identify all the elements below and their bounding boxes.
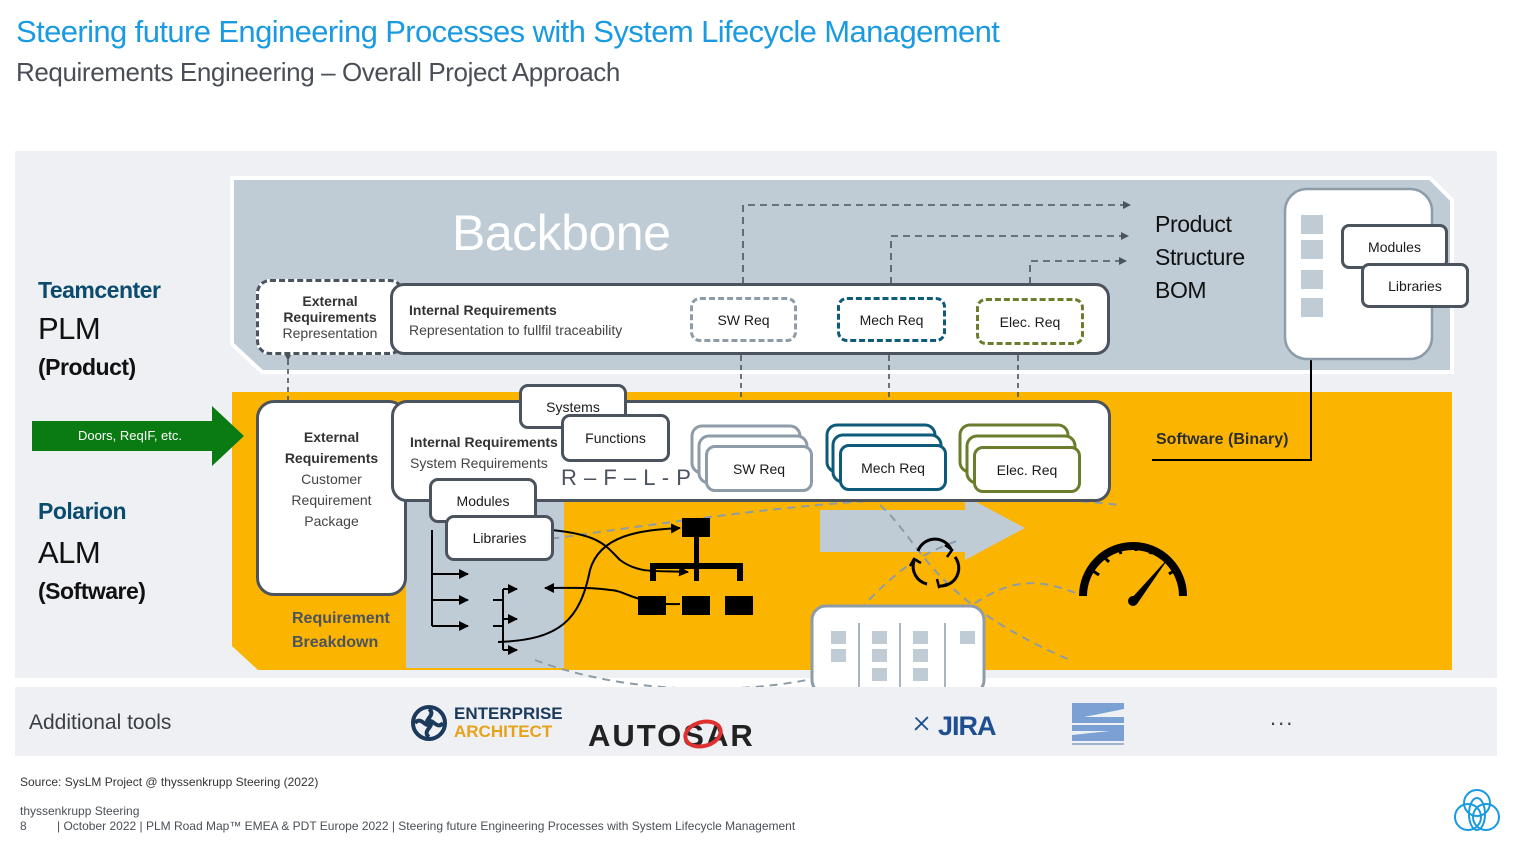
alm-elec-req[interactable]: Elec. Req bbox=[973, 446, 1081, 493]
alm-sw-req[interactable]: SW Req bbox=[705, 445, 813, 492]
speedometer-icon bbox=[1079, 542, 1187, 606]
functions-box[interactable]: Functions bbox=[561, 414, 670, 462]
plm-label: PLM bbox=[38, 311, 101, 346]
alm-ext-line4: Requirement bbox=[291, 492, 372, 508]
teamcenter-label: Teamcenter bbox=[38, 277, 161, 303]
ext-line3: Representation bbox=[282, 325, 378, 341]
alm-internal-subtitle: System Requirements bbox=[410, 455, 548, 471]
footer-company: thyssenkrupp Steering bbox=[20, 804, 140, 818]
additional-tools-label: Additional tools bbox=[29, 711, 172, 734]
software-label: (Software) bbox=[38, 578, 146, 604]
backbone-mech-req[interactable]: Mech Req bbox=[837, 297, 946, 342]
sw-to-product-line bbox=[742, 201, 1131, 296]
ps-line3: BOM bbox=[1155, 277, 1207, 303]
bom-libraries[interactable]: Libraries bbox=[1361, 263, 1469, 308]
backbone-elec-req[interactable]: Elec. Req bbox=[976, 298, 1084, 345]
jira-logo: 🞨 bbox=[914, 708, 929, 740]
bb-internal-title: Internal Requirements bbox=[409, 302, 557, 318]
alm-external-requirements[interactable]: External Requirements Customer Requireme… bbox=[256, 400, 407, 596]
polarion-label: Polarion bbox=[38, 498, 127, 524]
jira-label: JIRA bbox=[938, 711, 997, 741]
alm-label: ALM bbox=[38, 535, 101, 570]
source-note: Source: SysLM Project @ thyssenkrupp Ste… bbox=[20, 775, 319, 789]
enterprise-architect-logo: ENTERPRISE ARCHITECT bbox=[410, 703, 563, 745]
additional-tools-panel bbox=[15, 687, 1497, 756]
more-tools-ellipsis: ... bbox=[1270, 705, 1295, 730]
software-to-bom-line bbox=[1152, 329, 1316, 461]
alm-ext-line2: Requirements bbox=[284, 450, 379, 466]
alm-ext-line5: Package bbox=[304, 513, 359, 529]
alm-internal-title: Internal Requirements bbox=[410, 434, 558, 450]
autosar-logo: AUTOSAR bbox=[588, 718, 755, 753]
link-libraries-to-org bbox=[551, 529, 689, 577]
ea-line1: ENTERPRISE bbox=[454, 704, 563, 723]
elec-to-product-line bbox=[1029, 257, 1127, 296]
cycle-icon bbox=[908, 537, 961, 589]
input-arrow-label: Doors, ReqIF, etc. bbox=[77, 428, 183, 443]
enterprise-architect-icon bbox=[411, 705, 447, 741]
kanban-board-icon bbox=[810, 604, 986, 696]
jira-icon: 🞨 bbox=[914, 708, 929, 738]
product-structure-label: Product Structure BOM bbox=[1155, 208, 1245, 307]
bom-modules[interactable]: Modules bbox=[1341, 224, 1448, 269]
mech-to-product-line bbox=[890, 232, 1129, 296]
footer-page-number: 8 bbox=[20, 819, 27, 833]
rflp-label: R – F – L - P bbox=[561, 465, 692, 490]
ext-line1: External bbox=[302, 293, 358, 309]
backbone-title: Backbone bbox=[452, 205, 671, 261]
ps-line1: Product bbox=[1155, 211, 1232, 237]
page-title: Steering future Engineering Processes wi… bbox=[16, 14, 1000, 49]
alm-ext-line1: External bbox=[303, 429, 360, 445]
alm-ext-line3: Customer bbox=[301, 471, 362, 487]
process-arrow-shape bbox=[820, 496, 1025, 560]
requirement-breakdown-label: Requirement Breakdown bbox=[292, 607, 390, 655]
backbone-external-requirements[interactable]: External Requirements Representation bbox=[256, 279, 404, 355]
page-subtitle: Requirements Engineering – Overall Proje… bbox=[16, 57, 620, 87]
link-tree-to-org-top bbox=[497, 523, 681, 643]
org-chart-icon bbox=[638, 518, 753, 615]
breakdown-line2: Breakdown bbox=[292, 634, 379, 651]
alm-mech-req[interactable]: Mech Req bbox=[839, 444, 947, 491]
alm-libraries-box[interactable]: Libraries bbox=[445, 515, 554, 561]
input-arrow-shape bbox=[32, 406, 244, 466]
dashed-curve-3 bbox=[829, 539, 961, 641]
ea-line2: ARCHITECT bbox=[454, 722, 553, 741]
tool-s-logo-icon bbox=[1072, 703, 1124, 745]
autosar-ring-icon bbox=[683, 719, 723, 749]
dashed-curve-4 bbox=[879, 504, 1071, 661]
ext-line2: Requirements bbox=[283, 309, 377, 325]
thyssenkrupp-logo-icon bbox=[1454, 789, 1500, 831]
software-binary-label: Software (Binary) bbox=[1156, 431, 1289, 448]
backbone-sw-req[interactable]: SW Req bbox=[690, 297, 797, 342]
product-label: (Product) bbox=[38, 354, 136, 380]
footer-line: | October 2022 | PLM Road Map™ EMEA & PD… bbox=[57, 819, 796, 833]
breakdown-line1: Requirement bbox=[292, 610, 390, 627]
ps-line2: Structure bbox=[1155, 244, 1245, 270]
bb-internal-subtitle: Representation to fullfil traceability bbox=[409, 322, 623, 338]
